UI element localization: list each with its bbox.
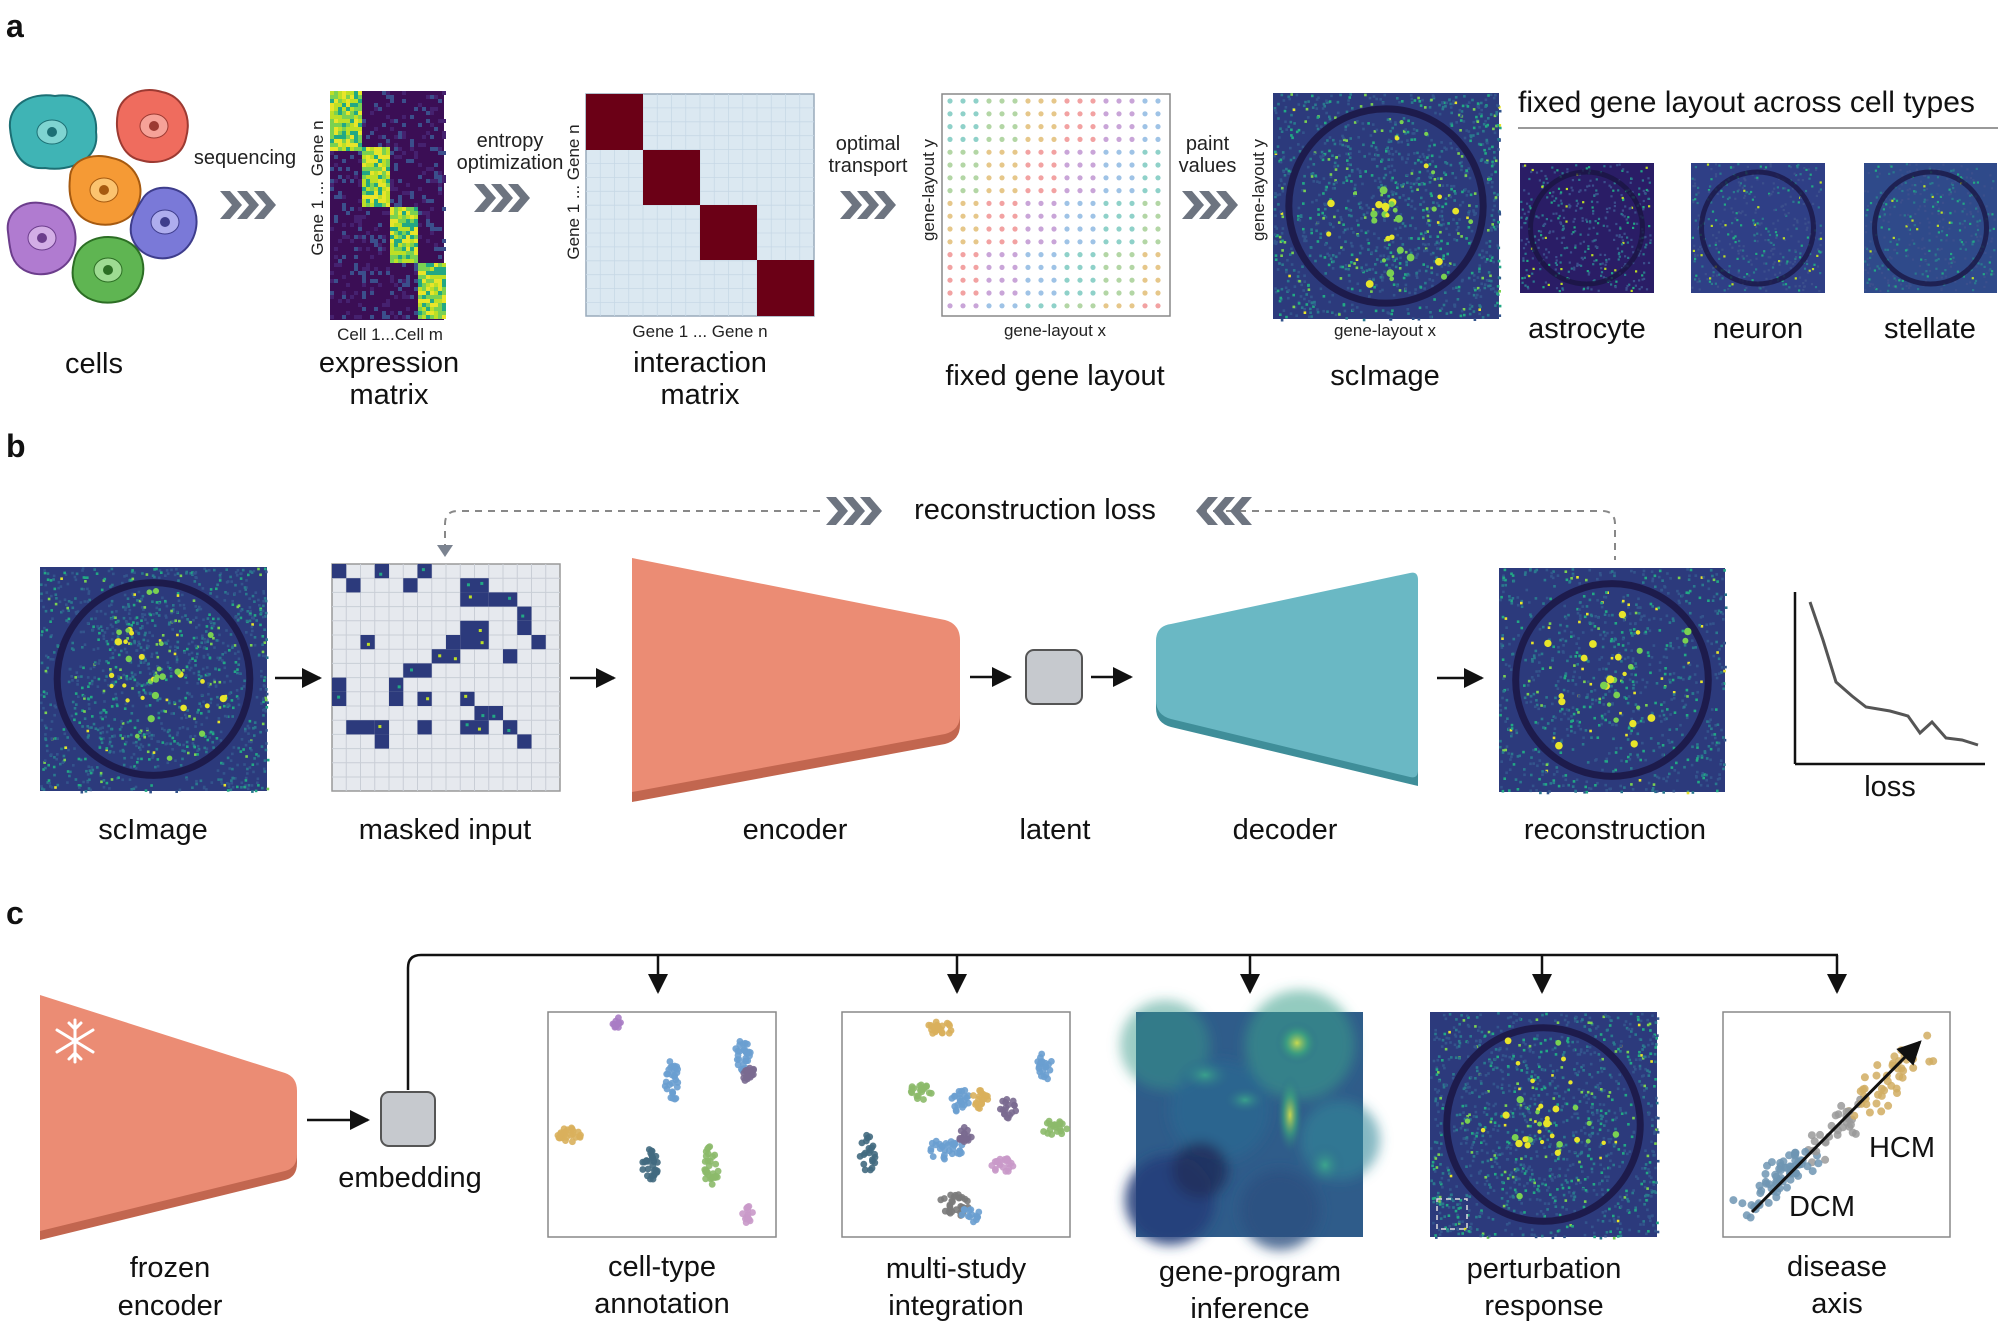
paint-values-label: paint values <box>1160 133 1255 177</box>
panel-label-b: b <box>6 428 26 465</box>
masked-input-grid <box>332 564 560 791</box>
task-label-disease-axis: disease axis <box>1723 1249 1951 1323</box>
interaction-x-axis-label: Gene 1 ... Gene n <box>615 323 785 341</box>
masked-input-label: masked input <box>335 814 555 846</box>
cell-type-label-neuron: neuron <box>1678 313 1838 345</box>
embedding-box <box>381 1092 435 1146</box>
panel-label-a: a <box>6 8 24 45</box>
panel-label-c: c <box>6 895 24 932</box>
reconstruction-loss-label: reconstruction loss <box>880 494 1190 526</box>
reconstruction-label: reconstruction <box>1500 814 1730 846</box>
optimal-transport-label: optimal transport <box>808 133 928 177</box>
cell-type-label-stellate: stellate <box>1850 313 2000 345</box>
cells-illustration <box>8 90 197 302</box>
interaction-matrix-label: interaction matrix <box>600 347 800 411</box>
reconstruction-image <box>1499 568 1728 794</box>
cell-types-header: fixed gene layout across cell types <box>1518 86 1975 120</box>
task-label-multi-study-integration: multi-study integration <box>844 1251 1068 1325</box>
layout-x-axis-label: gene-layout x <box>980 322 1130 340</box>
encoder-label: encoder <box>710 814 880 846</box>
task-label-cell-type-annotation: cell-type annotation <box>550 1249 774 1323</box>
cells-label: cells <box>34 348 154 380</box>
latent-box <box>1026 650 1082 704</box>
expression-matrix-label: expression matrix <box>294 347 484 411</box>
cell-type-label-astrocyte: astrocyte <box>1507 313 1667 345</box>
scimage-x-axis-label: gene-layout x <box>1310 322 1460 340</box>
expression-matrix-heatmap <box>330 91 446 320</box>
multi-study-integration-umap <box>842 1012 1070 1237</box>
frozen-encoder-shape <box>40 995 297 1240</box>
decoder-label: decoder <box>1200 814 1370 846</box>
scimage-b-label: scImage <box>73 814 233 846</box>
expression-y-axis-label: Gene 1 ... Gene n <box>309 93 327 283</box>
fixed-gene-layout-label: fixed gene layout <box>905 360 1205 392</box>
sequencing-label: sequencing <box>180 147 310 169</box>
dcm-label: DCM <box>1782 1191 1862 1223</box>
scimage-a-label: scImage <box>1305 360 1465 392</box>
loss-curve-plot <box>1795 592 1985 764</box>
gene-layout-dot-grid <box>942 94 1170 316</box>
scimage-b <box>40 567 270 794</box>
hcm-label: HCM <box>1862 1132 1942 1164</box>
encoder-shape <box>632 558 960 802</box>
layout-y-axis-label: gene-layout y <box>920 110 938 270</box>
perturbation-response-image <box>1430 1012 1660 1240</box>
cell-type-annotation-umap <box>548 1012 776 1237</box>
frozen-encoder-label: frozen encoder <box>95 1249 245 1325</box>
expression-x-axis-label: Cell 1...Cell m <box>320 326 460 344</box>
entropy-optimization-label: entropy optimization <box>440 130 580 174</box>
cell-type-thumbnails <box>1520 163 1997 293</box>
latent-label: latent <box>985 814 1125 846</box>
gene-program-heatmap <box>1120 990 1380 1250</box>
task-label-perturbation-response: perturbation response <box>1430 1251 1658 1325</box>
loss-label: loss <box>1820 771 1960 803</box>
interaction-matrix-heatmap <box>586 94 814 316</box>
task-label-gene-program-inference: gene-program inference <box>1135 1254 1365 1328</box>
scimage-y-axis-label: gene-layout y <box>1250 110 1268 270</box>
interaction-y-axis-label: Gene 1 ... Gene n <box>565 97 583 287</box>
decoder-shape <box>1156 573 1418 786</box>
scimage-a <box>1273 93 1502 322</box>
embedding-label: embedding <box>320 1162 500 1194</box>
